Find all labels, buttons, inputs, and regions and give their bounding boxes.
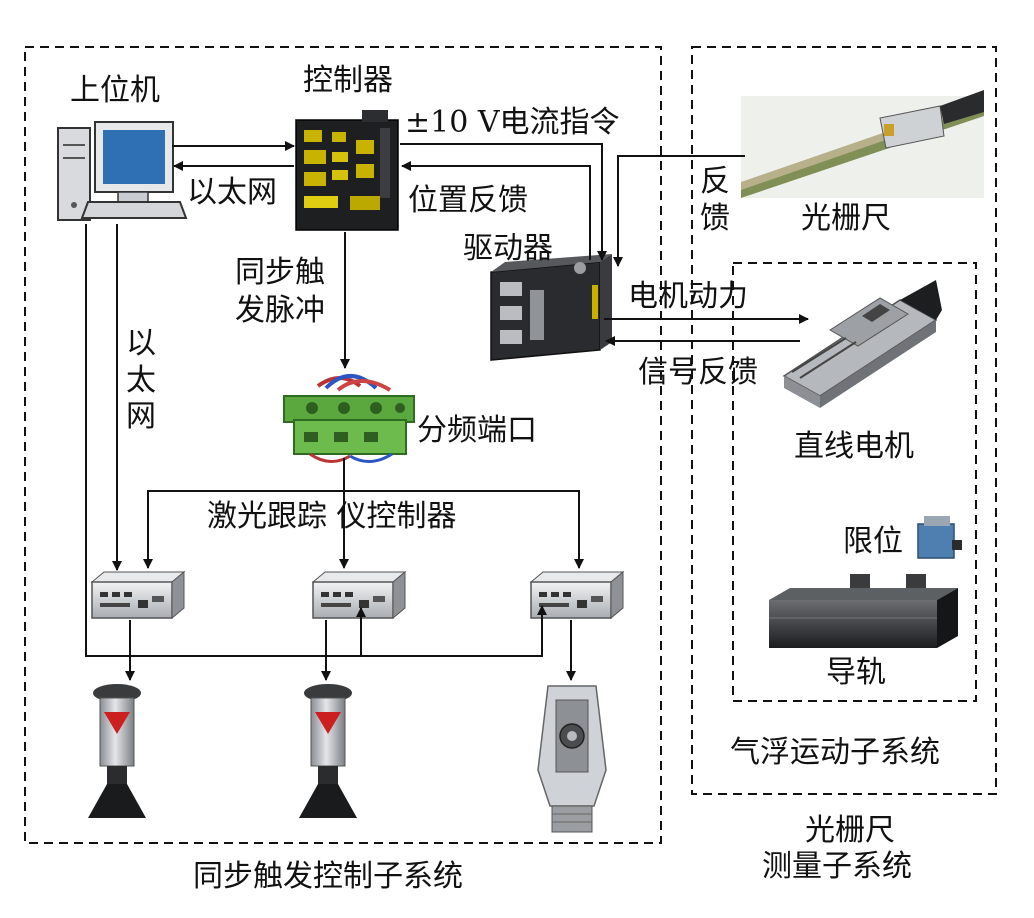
wire-position-feedback [401, 161, 591, 260]
sync-subsystem-box [24, 46, 662, 844]
grating-scale-image [741, 90, 984, 198]
divider-image [283, 374, 415, 463]
motor-power-label: 电机动力 [628, 279, 748, 314]
driver-image [490, 254, 612, 361]
wire-grating-feedback [613, 155, 745, 267]
controller-image [295, 110, 399, 231]
position-feedback-label: 位置反馈 [408, 183, 528, 218]
grating-label: 光栅尺 [801, 201, 891, 236]
grating-subsystem-box [691, 46, 997, 795]
current-command-label: ±10 V电流指令 [405, 105, 620, 140]
trigger-pulse-label-2: 发脉冲 [235, 293, 325, 328]
wire-current-command [400, 143, 607, 261]
ethernet-label-horizontal: 以太网 [187, 175, 277, 210]
host-pc-image [57, 121, 188, 221]
tracker-controller-label: 激光跟踪 仪控制器 [207, 499, 457, 534]
host-pc-label: 上位机 [70, 73, 160, 108]
controller-label: 控制器 [303, 63, 393, 98]
wire-divider-to-box3 [344, 490, 584, 569]
target-reflector-1 [88, 684, 146, 818]
ethernet-label-vertical: 以太网 [126, 326, 156, 435]
airfloat-subsystem-label: 气浮运动子系统 [730, 735, 940, 770]
divider-label: 分频端口 [417, 413, 537, 448]
sync-subsystem-label: 同步触发控制子系统 [193, 859, 463, 894]
laser-tracker-image [537, 685, 607, 833]
limit-label: 限位 [843, 524, 903, 559]
guide-rail-image [769, 574, 958, 648]
linear-motor-label: 直线电机 [794, 429, 914, 464]
guide-rail-label: 导轨 [826, 655, 886, 690]
target-reflector-2 [299, 684, 357, 818]
wire-divider-to-box1 [143, 490, 344, 569]
tracker-controller-box-1 [90, 570, 186, 620]
limit-switch-image [917, 516, 962, 559]
tracker-controller-box-2 [311, 570, 407, 620]
tracker-controller-box-3 [529, 570, 625, 620]
trigger-pulse-label-1: 同步触 [235, 255, 325, 290]
feedback-label-vertical: 反馈 [700, 164, 730, 236]
wire-ethernet-bus [85, 224, 547, 657]
driver-label: 驱动器 [463, 231, 553, 266]
signal-feedback-label: 信号反馈 [638, 355, 758, 390]
grating-subsystem-label-1: 光栅尺 [805, 813, 895, 848]
airfloat-subsystem-box [732, 262, 977, 702]
linear-motor-image [782, 280, 942, 408]
grating-subsystem-label-2: 测量子系统 [762, 849, 912, 884]
